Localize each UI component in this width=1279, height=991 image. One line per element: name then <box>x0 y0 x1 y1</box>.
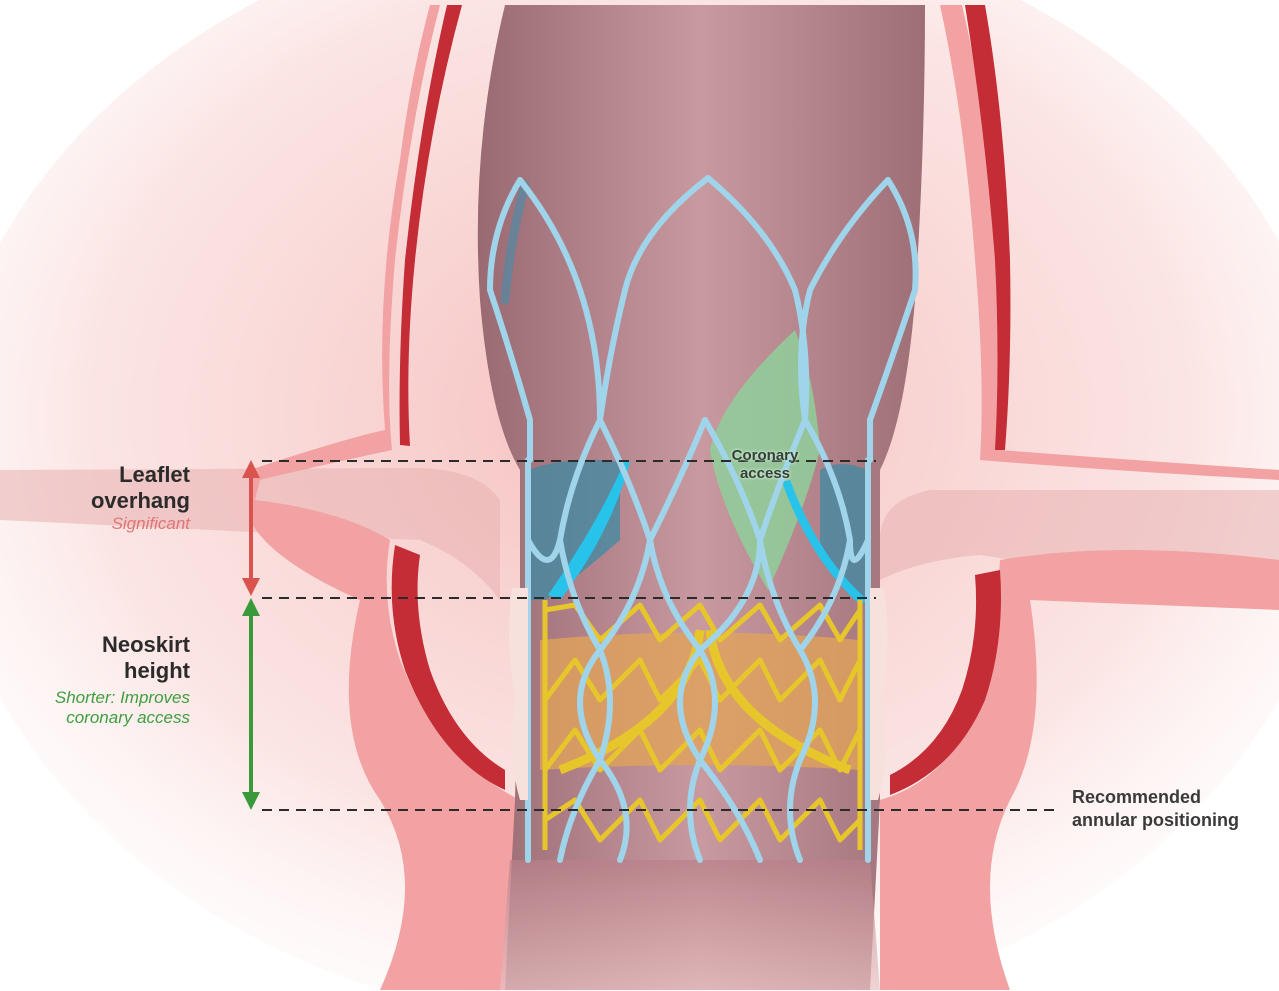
coronary-access-label: Coronary access <box>700 447 830 483</box>
annular-positioning-line2: annular positioning <box>1072 809 1239 832</box>
leaflet-overhang-label: Leaflet overhang Significant <box>91 462 190 534</box>
annular-positioning-label: Recommended annular positioning <box>1072 786 1239 831</box>
neoskirt-height-title-line1: Neoskirt <box>55 632 190 658</box>
lvot <box>500 860 880 990</box>
neoskirt-height-subtitle-line1: Shorter: Improves <box>55 688 190 708</box>
leaflet-overhang-title-line2: overhang <box>91 488 190 514</box>
neoskirt-height-title-line2: height <box>55 658 190 684</box>
coronary-access-line2: access <box>700 465 830 483</box>
annular-positioning-line1: Recommended <box>1072 786 1239 809</box>
neoskirt-height-subtitle-line2: coronary access <box>55 708 190 728</box>
coronary-access-line1: Coronary <box>700 447 830 465</box>
leaflet-overhang-title-line1: Leaflet <box>91 462 190 488</box>
neoskirt-height-label: Neoskirt height Shorter: Improves corona… <box>55 632 190 728</box>
leaflet-overhang-subtitle: Significant <box>91 514 190 534</box>
